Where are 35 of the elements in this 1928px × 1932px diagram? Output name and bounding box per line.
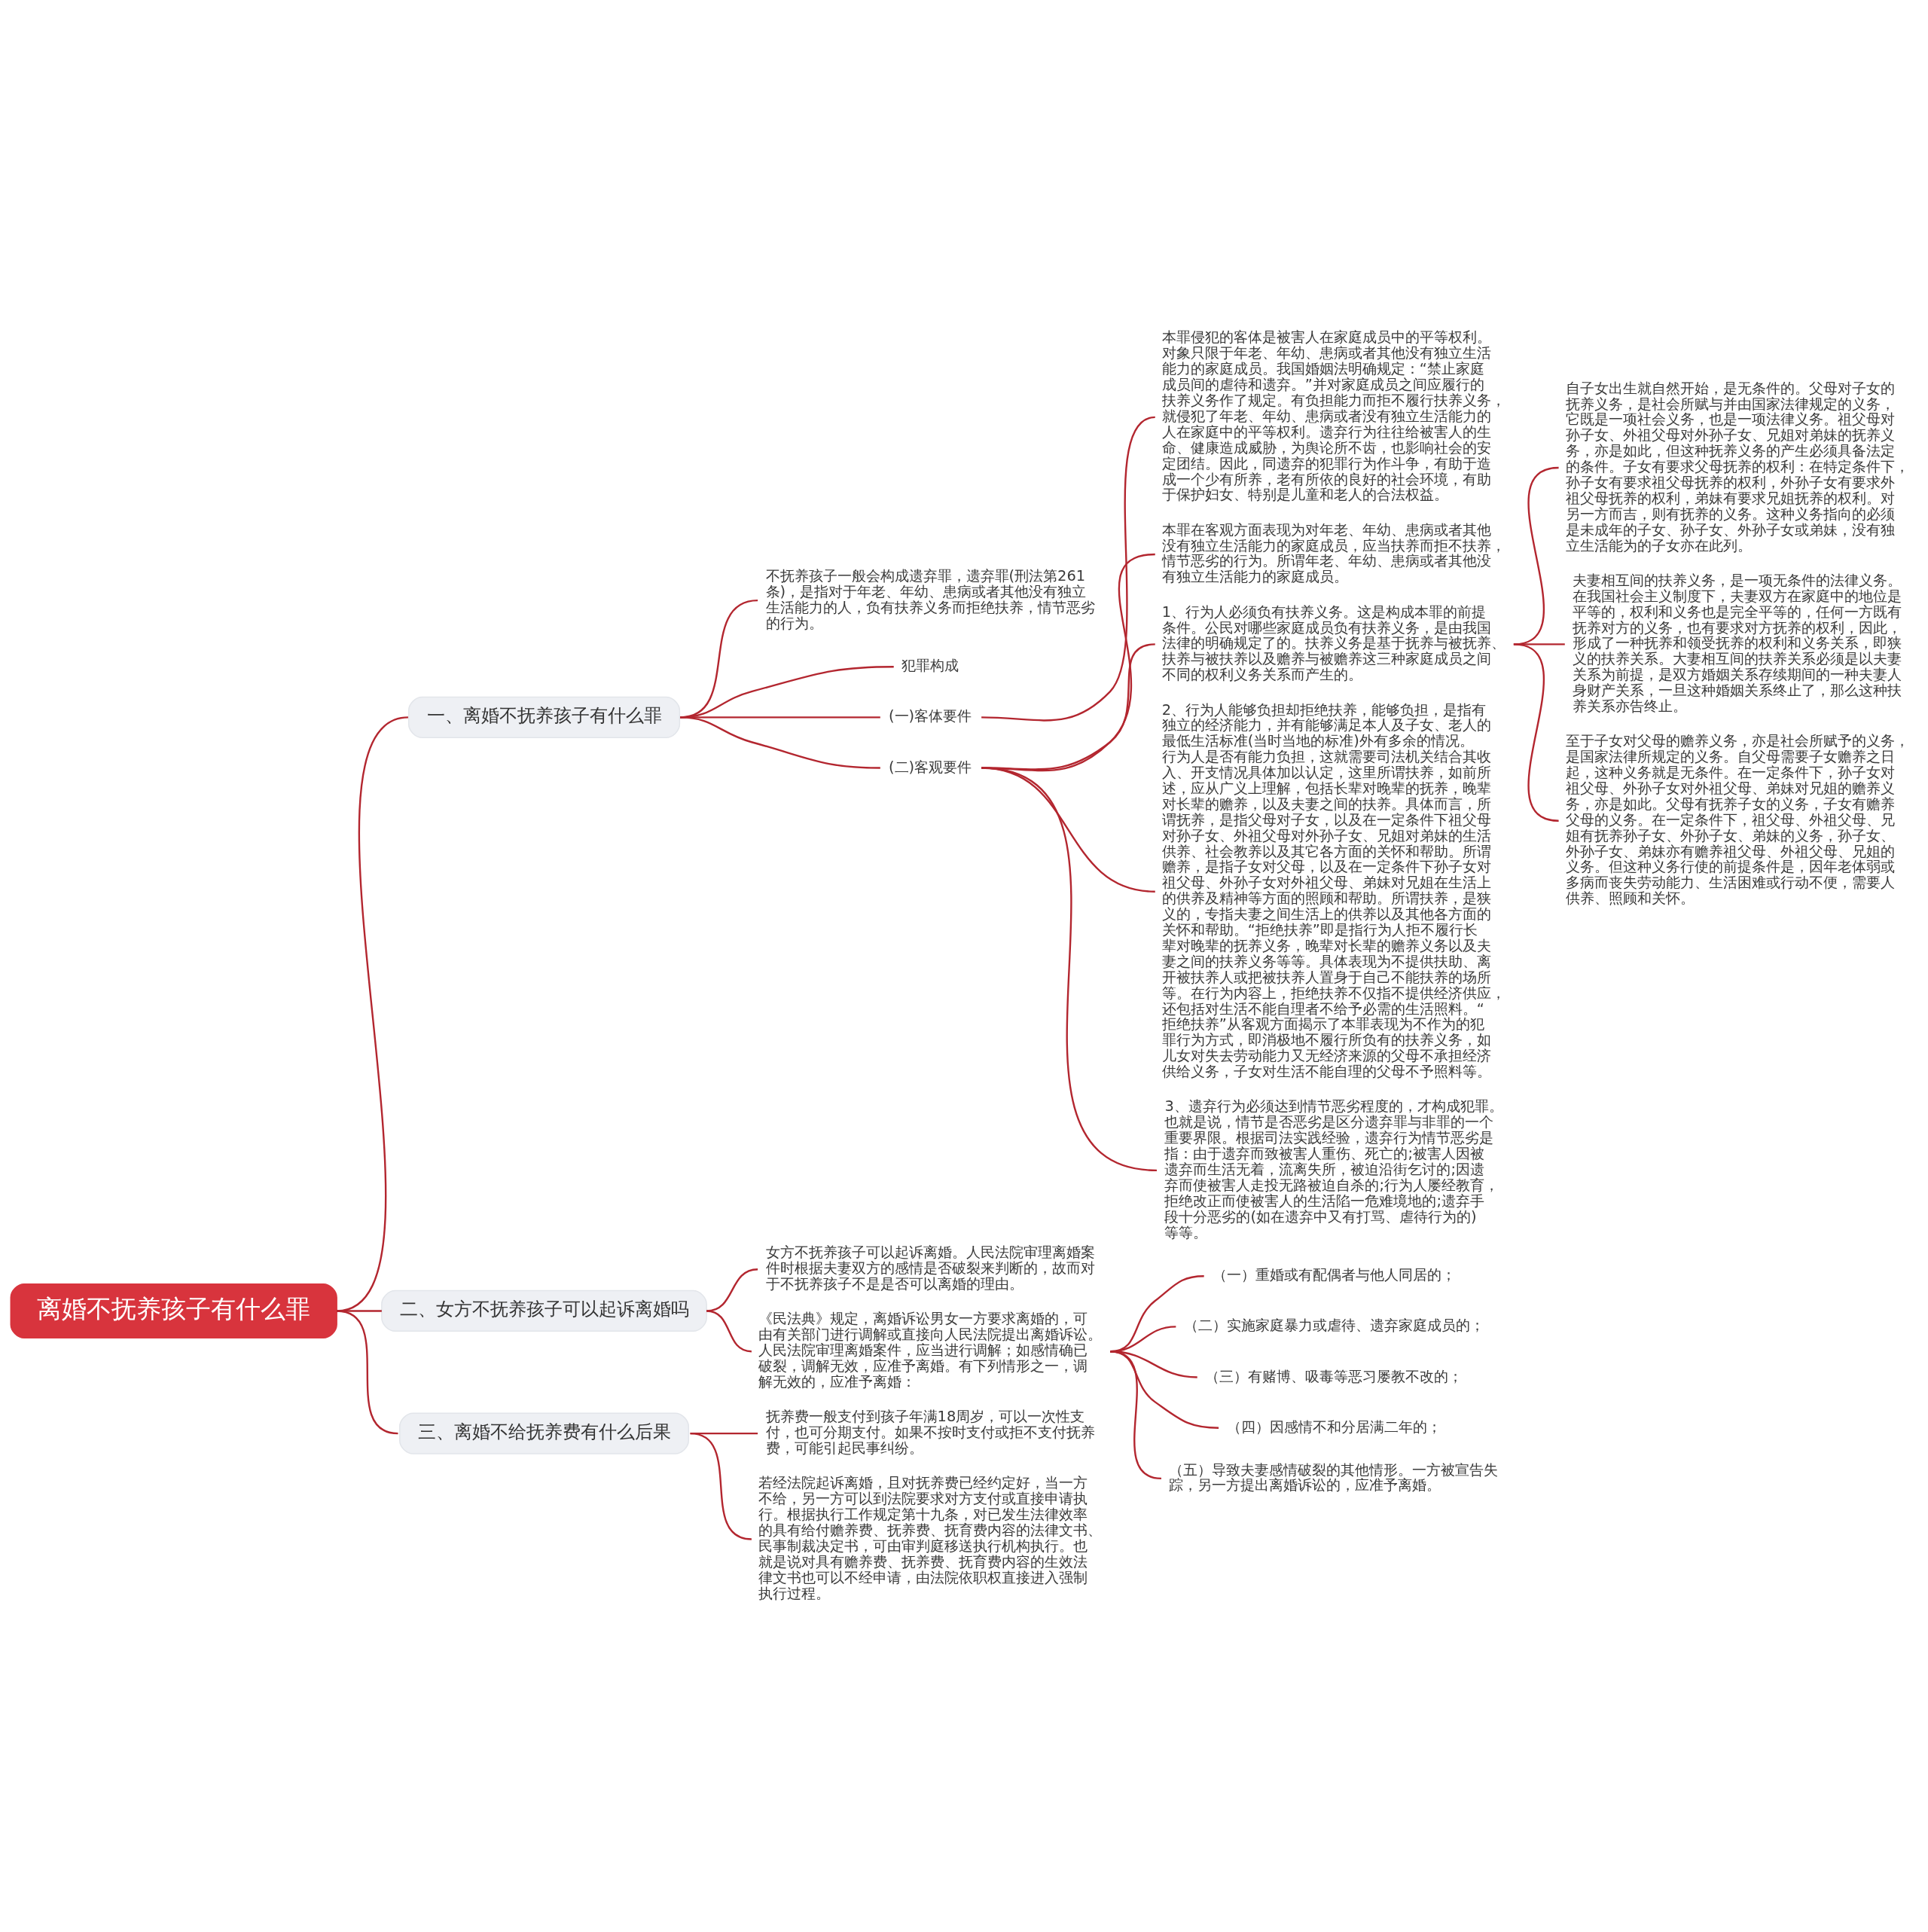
node-text: 本罪在客观方面表现为对年老、年幼、患病或者其他没有独立生活能力的家庭成员，应当扶养而拒不扶养，情节恶劣的行为。所谓年老、年幼、患病或者其他没有独立生活能力的家庭成员。 xyxy=(1161,520,1505,585)
node-text: （五）导致夫妻感情破裂的其他情形。一方被宣告失踪，另一方提出离婚诉讼的，应准予离婚。 xyxy=(1169,1460,1499,1494)
node-text: (一)客体要件 xyxy=(889,707,972,725)
node-text: 自子女出生就自然开始，是无条件的。父母对子女的抚养义务，是社会所赋与并由国家法律规定的义务，它既是一项社会义务，也是一项法律义务。祖父母对孙子女、外祖父母对外孙子女、兄姐对弟妹的抚养义务，亦是如此，但这种抚养义务的产生必须具备法定的条件。子女有要求父母抚养的权利：在特定条件下，孙子女有要求祖父母抚养的权利，外孙子女有要求外祖父母抚养的权利，弟妹有要求兄姐抚养的权利。对另一方而吉，则有抚养的义务。这种义务指向的必须是未成年的子女、孙子女、外孙子女或弟妹，没有独立生活能为的子女亦在此列。 xyxy=(1565,379,1909,554)
node-text: 2、行为人能够负担却拒绝扶养，能够负担，是指有独立的经济能力，并有能够满足本人及子女、老人的最低生活标准(当时当地的标准)外有多余的情况。行为人是否有能力负担，这就需要司法机关结合其收入、开支情况具体加以认定，这里所谓扶养，如前所述，应从广义上理解，包括长辈对晚辈的抚养，晚辈对长辈的赡养，以及夫妻之间的扶养。具体而言，所谓抚养，是指父母对子女，以及在一定条件下祖父母对孙子女、外祖父母对外孙子女、兄姐对弟妹的生活供养、社会教养以及其它各方面的关怀和帮助。所谓赡养，是指子女对父母，以及在一定条件下孙子女对祖父母、外孙子女对外祖父母、弟妹对兄姐在生活上的供养及精神等方面的照顾和帮助。所谓扶养，是狭义的，专指夫妻之间生活上的供养以及其他各方面的关怀和帮助。“拒绝扶养”即是指行为人拒不履行长辈对晚辈的抚养义务，晚辈对长辈的赡养义务以及夫妻之间的扶养义务等等。具体表现为不提供扶助、离开被扶养人或把被扶养人置身于自己不能扶养的场所等。在行为内容上，拒绝扶养不仅指不提供经济供应，还包括对生活不能自理者不给予必需的生活照料。“拒绝扶养”从客观方面揭示了本罪表现为不作为的犯罪行为方式，即消极地不履行所负有的扶养义务，如儿女对失去劳动能力又无经济来源的父母不承担经济供给义务，子女对生活不能自理的父母不予照料等。 xyxy=(1161,700,1505,1080)
node-box: 二、女方不抚养孩子可以起诉离婚吗 xyxy=(381,1290,707,1332)
node-text: (二)客观要件 xyxy=(889,758,972,776)
connector xyxy=(1109,1350,1219,1429)
node-text: 3、遗弃行为必须达到情节恶劣程度的，才构成犯罪。也就是说，情节是否恶劣是区分遗弃罪与非罪的一个重要界限。根据司法实践经验，遗弃行为情节恶劣是指：由于遗弃而致被害人重伤、死亡的;被害人因被遗弃而生活无着，流离失所，被迫沿街乞讨的;因遗弃而使被害人走投无路被迫自杀的;行为人屡经教育，拒绝改正而使被害人的生活陷一危难境地的;遗弃手段十分恶劣的(如在遗弃中又有打骂、虐待行为的)等等。 xyxy=(1164,1097,1503,1241)
node-text: 不抚养孩子一般会构成遗弃罪，遗弃罪(刑法第261条)，是指对于年老、年幼、患病或者其他没有独立生活能力的人，负有扶养义务而拒绝扶养，情节恶劣的行为。 xyxy=(765,566,1095,632)
node-box: 一、离婚不抚养孩子有什么罪 xyxy=(407,696,681,738)
node-text: 女方不抚养孩子可以起诉离婚。人民法院审理离婚案件时根据夫妻双方的感情是否破裂来判断的，故而对于不抚养孩子不是是否可以离婚的理由。 xyxy=(765,1243,1095,1293)
node-text: （三）有赌博、吸毒等恶习屡教不改的； xyxy=(1205,1367,1463,1385)
connector xyxy=(981,416,1156,722)
node-text: 抚养费一般支付到孩子年满18周岁，可以一次性支付，也可分期支付。如果不按时支付或拒不支付抚养费，可能引起民事纠纷。 xyxy=(765,1407,1095,1457)
connector xyxy=(706,1268,758,1312)
connector xyxy=(706,1309,752,1352)
node-box: 三、离婚不给抚养费有什么后果 xyxy=(398,1412,690,1454)
node-text: 犯罪构成 xyxy=(901,656,959,674)
node-box: 离婚不抚养孩子有什么罪 xyxy=(10,1283,337,1338)
node-text: （二）实施家庭暴力或虐待、遗弃家庭成员的； xyxy=(1183,1316,1484,1334)
connector xyxy=(690,1432,752,1540)
node-text: （四）因感情不和分居满二年的； xyxy=(1226,1418,1441,1436)
node-text: 《民法典》规定，离婚诉讼男女一方要求离婚的，可由有关部门进行调解或直接向人民法院提出离婚诉讼。人民法院审理离婚案件，应当进行调解；如感情确已破裂，调解无效，应准予离婚。有下列情形之一，调解无效的，应准予离婚： xyxy=(758,1309,1102,1390)
node-text: （一）重婚或有配偶者与他人同居的； xyxy=(1212,1265,1456,1283)
node-text: 本罪侵犯的客体是被害人在家庭成员中的平等权利。对象只限于年老、年幼、患病或者其他没有独立生活能力的家庭成员。我国婚姻法明确规定：“禁止家庭成员间的虐待和遗弃。”并对家庭成员之间应履行的扶养义务作了规定。有负担能力而拒不履行扶养义务，就侵犯了年老、年幼、患病或者没有独立生活能力的人在家庭中的平等权利。遗弃行为往往给被害人的生命、健康造成威胁，为舆论所不齿，也影响社会的安定团结。因此，同遗弃的犯罪行为作斗争，有助于造成一个少有所养，老有所依的良好的社会环境，有助于保护妇女、特别是儿童和老人的合法权益。 xyxy=(1161,328,1505,503)
connector xyxy=(336,1309,398,1434)
connector xyxy=(981,766,1158,1171)
connector xyxy=(1109,1350,1162,1479)
node-text: 1、行为人必须负有扶养义务。这是构成本罪的前提条件。公民对哪些家庭成员负有扶养义务，是由我国法律的明确规定了的。扶养义务是基于抚养与被抚养、扶养与被扶养以及赡养与被赡养这三种家庭成员之间不同的权利义务关系而产生的。 xyxy=(1161,603,1505,683)
connector xyxy=(1513,642,1559,822)
node-text: 至于子女对父母的赡养义务，亦是社会所赋予的义务，是国家法律所规定的义务。自父母需要子女赡养之日起，这种义务就是无条件。在一定条件下，孙子女对祖父母、外孙子女对外祖父母、弟妹对兄姐的赡养义务，亦是如此。父母有抚养子女的义务，子女有赡养父母的义务。在一定条件下，祖父母、外祖父母、兄姐有抚养孙子女、外孙子女、弟妹的义务，孙子女、外孙子女、弟妹亦有赡养祖父母、外祖父母、兄姐的义务。但这种义务行使的前提条件是，因年老体弱或多病而丧失劳动能力、生活困难或行动不便，需要人供养、照顾和关怀。 xyxy=(1565,731,1909,907)
node-text: 夫妻相互间的扶养义务，是一项无条件的法律义务。在我国社会主义制度下，夫妻双方在家庭中的地位是平等的，权利和义务也是完全平等的，任何一方既有抚养对方的义务，也有要求对方抚养的权利，因此，形成了一种抚养和领受抚养的权利和义务关系，即狭义的扶养关系。大妻相互间的扶养关系必须是以夫妻关系为前提，是双方婚姻关系存续期间的一种夫妻人身财产关系，一旦这种婚姻关系终止了，那么这种扶养关系亦告终止。 xyxy=(1573,571,1902,715)
node-text: 若经法院起诉离婚，且对抚养费已经约定好，当一方不给，另一方可以到法院要求对方支付或直接申请执行。根据执行工作规定第十九条，对已发生法律效率的具有给付赡养费、抚养费、抚育费内容的法律文书、民事制裁决定书，可由审判庭移送执行机构执行。也就是说对具有赡养费、抚养费、抚育费内容的生效法律文书也可以不经申请，由法院依职权直接进入强制执行过程。 xyxy=(758,1473,1102,1602)
connector xyxy=(680,716,880,769)
